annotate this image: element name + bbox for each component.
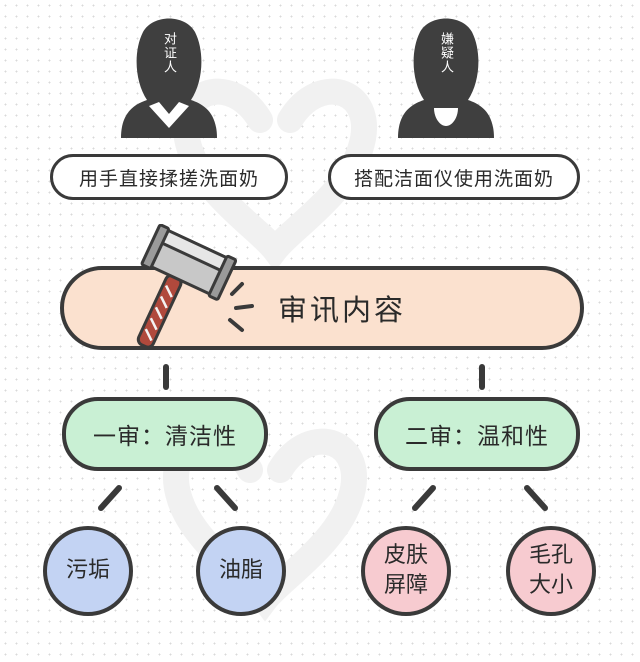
method-pill-device: 搭配洁面仪使用洗面奶 [328,154,580,200]
connector-right-a [412,485,436,511]
main-topic-label: 审讯内容 [277,293,406,327]
person-label: 嫌疑人 [438,32,453,74]
connector-left-b [214,485,238,511]
method-pill-hand: 用手直接揉搓洗面奶 [50,154,288,200]
connector-right-b [524,485,548,511]
item-label: 毛孔大小 [528,543,573,598]
suspect-figure: 嫌疑人 [390,10,502,138]
round-pill-second: 二审：温和性 [374,397,580,471]
woman-silhouette-icon [121,18,217,138]
person-label: 对证人 [161,32,176,74]
woman-silhouette-icon [398,18,494,138]
connector-left-a [98,485,122,511]
item-label: 皮肤屏障 [383,543,428,598]
witness-figure: 对证人 [113,10,225,138]
item-circle-oil: 油脂 [196,526,286,616]
item-circle-skin-barrier: 皮肤屏障 [361,526,451,616]
item-circle-dirt: 污垢 [43,526,133,616]
hammer-icon [136,224,254,349]
item-label: 污垢 [65,558,110,583]
round-pill-first: 一审：清洁性 [62,397,268,471]
item-circle-pore-size: 毛孔大小 [506,526,596,616]
item-label: 油脂 [218,558,263,583]
